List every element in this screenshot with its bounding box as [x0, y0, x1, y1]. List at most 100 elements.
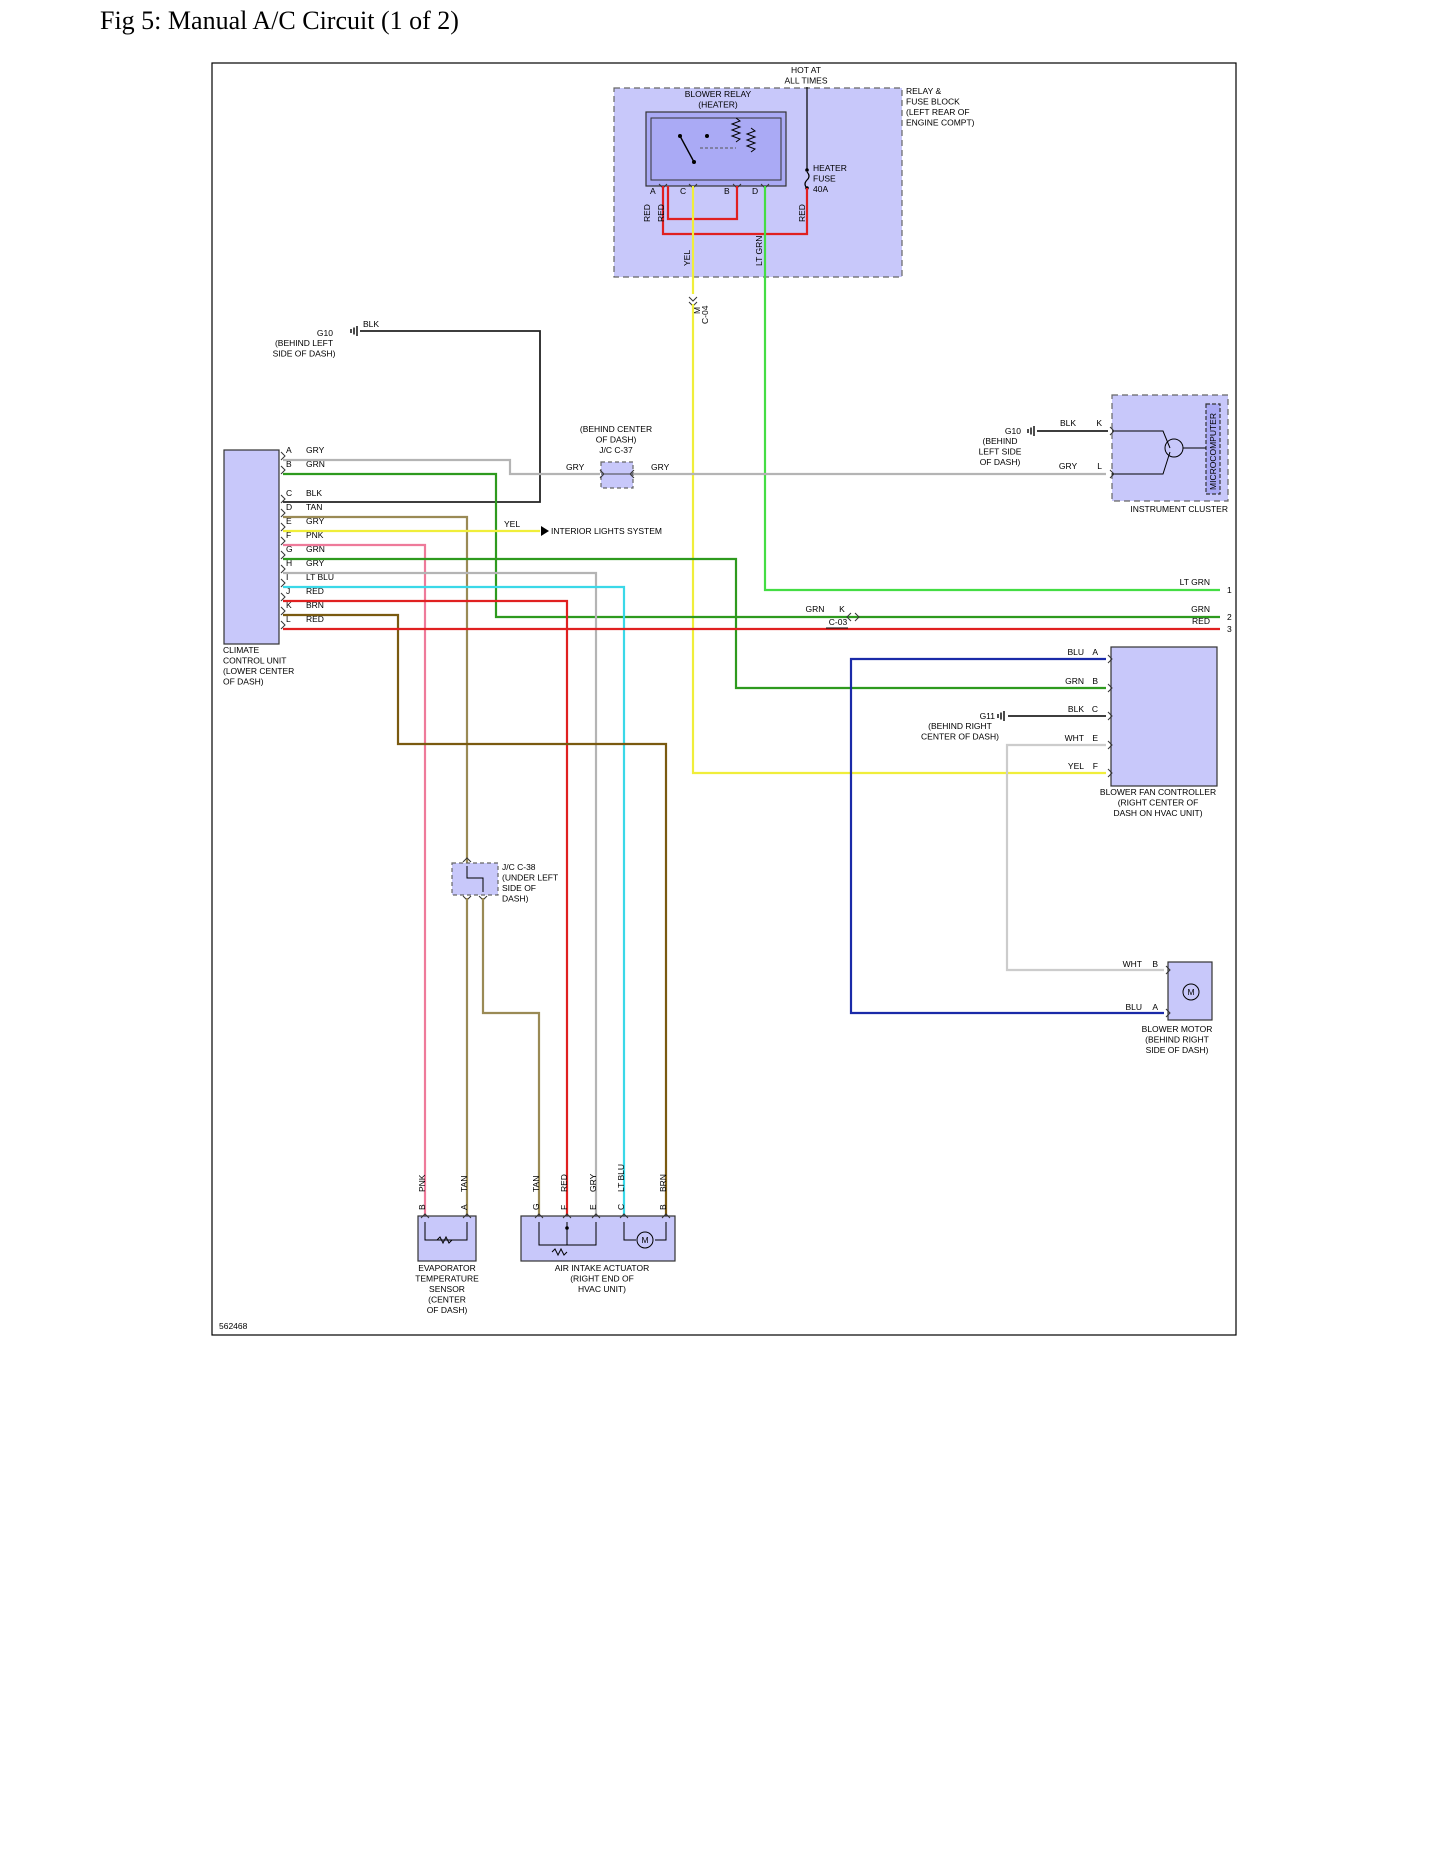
climate-pin-label: J: [286, 586, 290, 596]
cluster-connector: [1109, 469, 1115, 479]
jc-c38-link: [466, 866, 484, 892]
climate-pin-connector: [280, 606, 286, 616]
wire-label: GRY: [306, 445, 325, 455]
climate-pin-label: D: [286, 502, 292, 512]
climate-unit-label: (LOWER CENTER: [223, 666, 294, 676]
red-wire: [283, 599, 569, 1220]
bfc-connector: [1107, 683, 1113, 693]
cluster-internal: [1112, 430, 1171, 449]
figure-title: Fig 5: Manual A/C Circuit (1 of 2): [100, 6, 459, 35]
edge-number: 2: [1227, 612, 1232, 622]
cluster-internal: [1112, 451, 1171, 475]
wire-label: GRY: [306, 558, 325, 568]
blower-motor: [1167, 961, 1213, 1021]
climate-unit-label: CONTROL UNIT: [223, 656, 286, 666]
wire-label: RED: [1192, 616, 1210, 626]
wire-label: LT GRN: [754, 236, 764, 266]
instrument-cluster-label: INSTRUMENT CLUSTER: [1130, 504, 1228, 514]
wire-label: BLU: [1067, 647, 1084, 657]
wht-wire: [1005, 743, 1164, 972]
climate-pin-label: G: [286, 544, 293, 554]
g10-right-location: OF DASH): [980, 457, 1021, 467]
sensor-internal: [424, 1222, 468, 1241]
climate-pin-label: B: [286, 459, 292, 469]
wire-label: RED: [306, 614, 324, 624]
jc-c38-label: (UNDER LEFT: [502, 873, 558, 883]
evap-sensor-label: EVAPORATOR: [418, 1263, 476, 1273]
thermistor-icon: [436, 1235, 453, 1245]
climate-pin-connector: [280, 465, 286, 475]
microcomputer-block: [1205, 403, 1221, 495]
actuator-connector: [661, 1213, 671, 1219]
relay-fuse-block-label: ENGINE COMPT): [906, 118, 975, 128]
jc-c38-label: SIDE OF: [502, 883, 536, 893]
g10-location: SIDE OF DASH): [273, 349, 336, 359]
motor-connector: [1165, 965, 1171, 975]
wire-label: RED: [306, 586, 324, 596]
relay-pin-label: B: [724, 186, 730, 196]
wire-label: LT BLU: [306, 572, 334, 582]
g10-label: G10: [317, 328, 333, 338]
wire-label: GRY: [651, 462, 670, 472]
relay-fuse-block-label: RELAY &: [906, 86, 941, 96]
wire-label: LT BLU: [616, 1164, 626, 1192]
climate-pin-connector: [280, 564, 286, 574]
climate-pin-connector: [280, 508, 286, 518]
jc-c37-location: (BEHIND CENTER: [580, 424, 652, 434]
grn-wire: [283, 557, 1106, 690]
heater-fuse-label: 40A: [813, 184, 828, 194]
evap-sensor-label: (CENTER: [428, 1295, 466, 1305]
wire-label: RED: [642, 204, 652, 222]
pnk-wire: [283, 543, 427, 1220]
pin-label: A: [1152, 1002, 1158, 1012]
wire-label: WHT: [1065, 733, 1084, 743]
jc-c37-location: OF DASH): [596, 435, 637, 445]
motor-symbol: M: [1187, 987, 1194, 997]
actuator-connector: [562, 1213, 572, 1219]
pin-label: A: [1092, 647, 1098, 657]
pin-label: E: [1092, 733, 1098, 743]
air-intake-actuator: [520, 1215, 676, 1262]
climate-pin-connector: [280, 451, 286, 461]
wire-label: BRN: [306, 600, 324, 610]
jc-c38-block: [451, 862, 499, 896]
air-intake-label: (RIGHT END OF: [570, 1274, 634, 1284]
actuator-internal: [655, 1222, 667, 1241]
climate-pin-label: H: [286, 558, 292, 568]
jc-c38-label: J/C C-38: [502, 862, 536, 872]
relay-pin-label: C: [680, 186, 686, 196]
brn-wire: [283, 613, 668, 1220]
motor-symbol: M: [641, 1235, 648, 1245]
tan-wire: [481, 898, 541, 1220]
wire-label: BLK: [306, 488, 322, 498]
relay-pin-label: A: [650, 186, 656, 196]
blower-motor-label: (BEHIND RIGHT: [1145, 1035, 1209, 1045]
climate-pin-connector: [280, 494, 286, 504]
grn-wire: [283, 472, 855, 619]
jc-c38-connector: [462, 857, 472, 863]
wire-label: PNK: [306, 530, 324, 540]
wire-label: RED: [797, 204, 807, 222]
wire-label: WHT: [1123, 959, 1142, 969]
climate-pin-label: I: [286, 572, 288, 582]
wire-label: LT GRN: [1180, 577, 1210, 587]
g10-right-location: LEFT SIDE: [979, 447, 1022, 457]
arrow-icon: [541, 526, 549, 536]
blower-motor-label: BLOWER MOTOR: [1142, 1024, 1213, 1034]
yel-wire: [691, 304, 1106, 775]
climate-pin-label: L: [286, 614, 291, 624]
heater-fuse-label: HEATER: [813, 163, 847, 173]
bfc-connector: [1107, 711, 1113, 721]
blower-motor-label: SIDE OF DASH): [1146, 1045, 1209, 1055]
motor-connector: [1165, 1008, 1171, 1018]
wire-label: TAN: [459, 1176, 469, 1192]
wire-label: YEL: [1068, 761, 1084, 771]
blower-relay-label: (HEATER): [698, 100, 738, 110]
wire-label: BLK: [1068, 704, 1084, 714]
microcomputer-label: MICROCOMPUTER: [1208, 413, 1218, 490]
blower-fan-controller: [1110, 646, 1218, 787]
c03-label: C-03: [829, 617, 848, 627]
blower-fan-controller-label: BLOWER FAN CONTROLLER: [1100, 787, 1216, 797]
evap-sensor-label: SENSOR: [429, 1284, 465, 1294]
